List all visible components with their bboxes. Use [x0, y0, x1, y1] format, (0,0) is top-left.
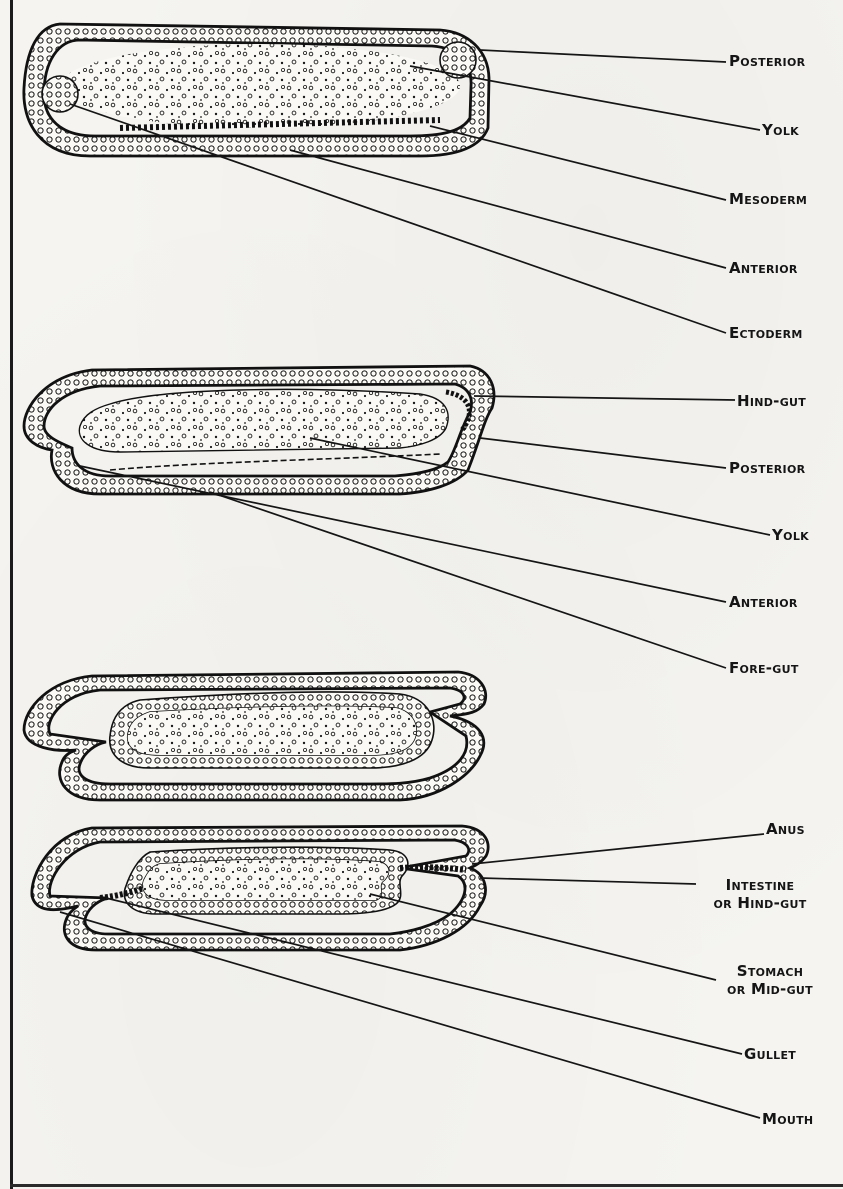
label-stomach-line2: or Mid-gut: [716, 980, 824, 998]
panel-2-gut-invagination: [24, 366, 494, 494]
label-gullet: Gullet: [744, 1045, 796, 1063]
label-stomach: Stomach or Mid-gut: [716, 962, 824, 998]
panel-2-hind-gut-pocket: [446, 392, 469, 430]
panel-2-yolk-mass: [79, 389, 448, 452]
leader-intestine: [480, 878, 696, 884]
label-hind-gut: Hind-gut: [737, 392, 806, 410]
label-ectoderm: Ectoderm: [729, 324, 803, 342]
panel-3-gut-closing: [24, 672, 486, 800]
leader-fore-gut: [210, 492, 726, 668]
leader-gullet: [106, 898, 742, 1054]
panel-1-blastoderm: [24, 24, 489, 156]
label-mouth: Mouth: [762, 1110, 813, 1128]
leader-mesoderm: [430, 126, 726, 200]
label-anterior-1: Anterior: [729, 259, 798, 277]
panel-3-yolk-mass: [128, 706, 417, 755]
leader-anterior-1: [290, 150, 726, 268]
panel-1-anterior-pole-cells: [42, 76, 78, 112]
leader-posterior-1: [480, 50, 726, 62]
label-stomach-line1: Stomach: [716, 962, 824, 980]
leader-yolk-1: [410, 66, 760, 130]
label-posterior-2: Posterior: [729, 459, 805, 477]
label-fore-gut: Fore-gut: [729, 659, 799, 677]
leader-hind-gut: [474, 396, 735, 400]
label-yolk-2: Yolk: [772, 526, 809, 544]
label-intestine-line2: or Hind-gut: [698, 894, 822, 912]
leader-posterior-2: [480, 438, 726, 468]
leader-anus: [472, 834, 764, 864]
label-anterior-2: Anterior: [729, 593, 798, 611]
label-intestine-line1: Intestine: [698, 876, 822, 894]
label-yolk-1: Yolk: [762, 121, 799, 139]
panel-4-yolk-mass: [143, 859, 389, 900]
leader-lines: [60, 50, 770, 1118]
panel-2-fore-gut-fold: [110, 454, 440, 470]
label-mesoderm: Mesoderm: [729, 190, 807, 208]
label-intestine: Intestine or Hind-gut: [698, 876, 822, 912]
label-anus: Anus: [766, 820, 805, 838]
panel-4-completed-gut: [32, 826, 488, 950]
panel-1-yolk-mass: [60, 44, 460, 128]
label-posterior-1: Posterior: [729, 52, 805, 70]
